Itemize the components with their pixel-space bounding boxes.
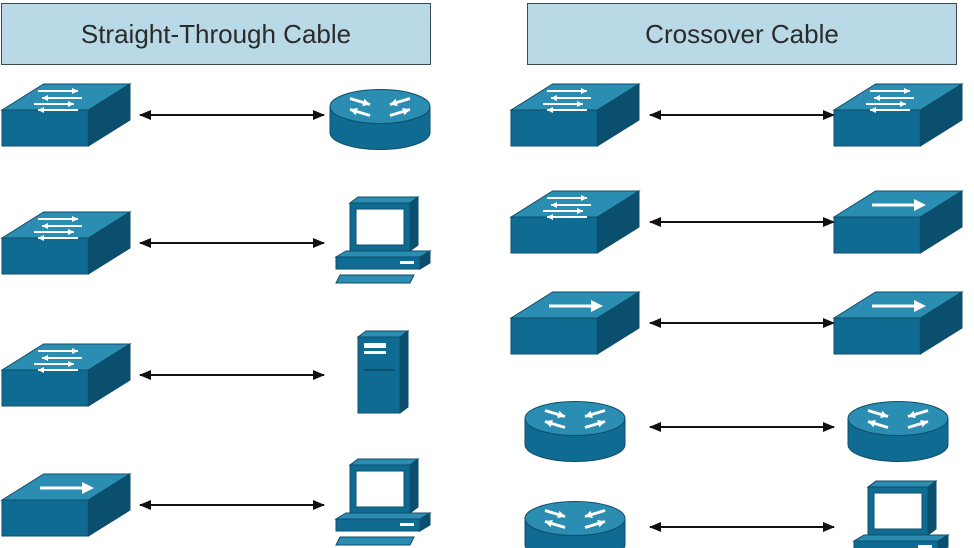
hub-icon: [509, 291, 641, 355]
switch-icon: [509, 190, 641, 254]
pc-icon: [334, 458, 432, 546]
switch-icon: [0, 83, 132, 147]
straight-through-header: Straight-Through Cable: [1, 3, 431, 65]
router-icon: [847, 401, 949, 462]
switch-icon: [509, 83, 641, 147]
switch-icon: [0, 211, 132, 275]
router-icon: [524, 501, 626, 548]
router-icon: [329, 89, 431, 150]
hub-icon: [832, 190, 964, 254]
router-icon: [524, 401, 626, 462]
crossover-header: Crossover Cable: [527, 3, 957, 65]
switch-icon: [0, 343, 132, 407]
server-icon: [356, 330, 410, 414]
pc-icon: [334, 196, 432, 284]
pc-icon: [852, 480, 950, 548]
hub-icon: [832, 291, 964, 355]
hub-icon: [0, 473, 132, 537]
switch-icon: [832, 83, 964, 147]
